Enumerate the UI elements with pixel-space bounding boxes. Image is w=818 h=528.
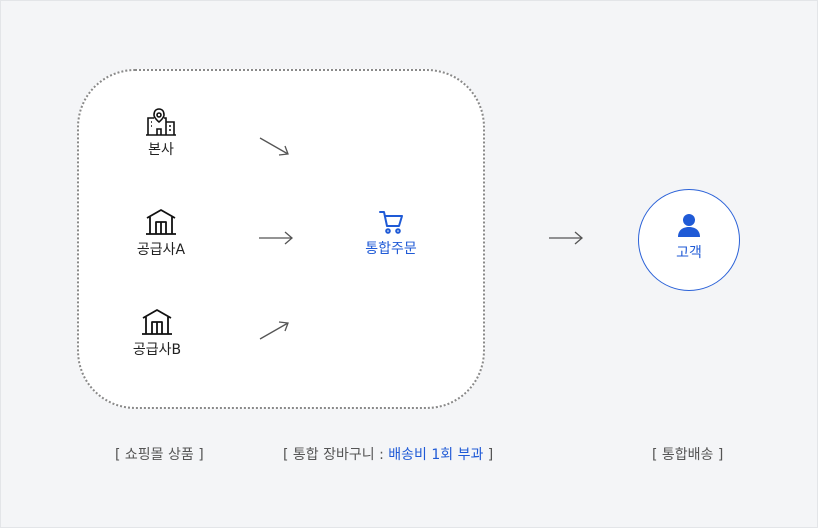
- arrow-cart-to-customer: [549, 231, 583, 245]
- customer-label: 고객: [676, 245, 702, 261]
- warehouse-icon: [146, 209, 176, 235]
- cart-node: 통합주문: [331, 208, 451, 258]
- arrow-headquarters-to-cart: [259, 137, 289, 156]
- shopping-cart-icon: [379, 211, 403, 234]
- caption-cart: [ 통합 장바구니 : 배송비 1회 부과 ]: [283, 446, 493, 464]
- shopping-mall-group: [77, 69, 485, 409]
- source-label-supplier-a: 공급사A: [136, 242, 186, 258]
- warehouse-icon: [142, 309, 172, 335]
- caption-delivery: [ 통합배송 ]: [652, 447, 724, 463]
- customer-node: 고객: [638, 189, 740, 291]
- caption-cart-suffix: ]: [483, 447, 494, 463]
- caption-products: [ 쇼핑몰 상품 ]: [115, 447, 204, 463]
- arrow-supplier-b-to-cart: [259, 321, 289, 340]
- cart-label: 통합주문: [365, 241, 417, 257]
- source-node-supplier-b: 공급사B: [97, 307, 217, 359]
- caption-cart-prefix: [ 통합 장바구니 :: [283, 447, 389, 463]
- source-label-headquarters: 본사: [148, 142, 174, 158]
- source-node-supplier-a: 공급사A: [101, 207, 221, 259]
- office-building-pin-icon: [146, 108, 176, 136]
- source-node-headquarters: 본사: [101, 107, 221, 159]
- source-label-supplier-b: 공급사B: [132, 342, 182, 358]
- arrow-supplier-a-to-cart: [259, 231, 293, 245]
- person-icon: [678, 214, 700, 237]
- caption-cart-highlight: 배송비 1회 부과: [388, 447, 484, 463]
